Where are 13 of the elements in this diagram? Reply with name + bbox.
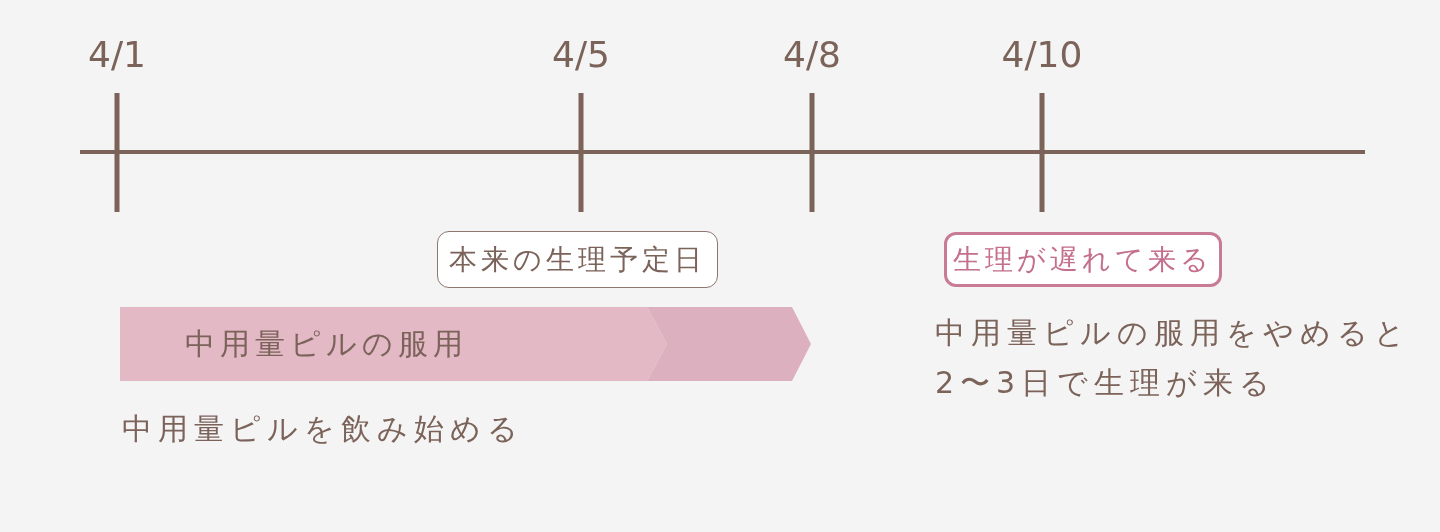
band-text: 中用量ピルの服用 bbox=[185, 329, 468, 359]
rounded-tag bbox=[437, 231, 718, 288]
date-label: 4/8 bbox=[783, 37, 841, 73]
note-text: 中用量ピルの服用をやめると2〜3日で生理が来る bbox=[935, 314, 1412, 402]
rounded-tag bbox=[944, 232, 1222, 287]
tag-text: 生理が遅れて来る bbox=[953, 245, 1213, 274]
chevron-segment bbox=[647, 307, 811, 381]
tag-text: 本来の生理予定日 bbox=[449, 245, 706, 274]
arrow-band bbox=[120, 307, 667, 381]
note-text: 中用量ピルを飲み始める bbox=[122, 410, 524, 448]
date-label: 4/1 bbox=[88, 37, 146, 73]
date-label: 4/5 bbox=[552, 37, 610, 73]
date-label: 4/10 bbox=[1001, 37, 1083, 73]
